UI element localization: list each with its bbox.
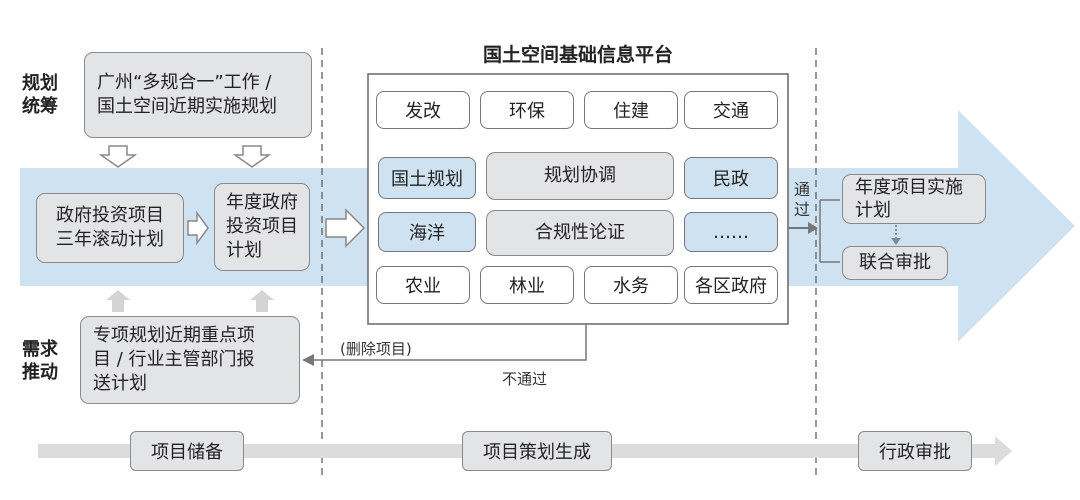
special-plan-box: 专项规划近期重点项 目 / 行业主管部门报 送计划	[80, 316, 300, 404]
right-arrow-small	[187, 210, 209, 246]
dept-guotu-guihua: 国土规划	[378, 157, 476, 199]
annual-gov-investment-box: 年度政府 投资项目 计划	[214, 183, 310, 271]
dept-haiyang: 海洋	[378, 212, 476, 252]
up-arrow-2	[250, 290, 274, 312]
dept-linye: 林业	[480, 266, 574, 304]
dept-nongye: 农业	[376, 266, 470, 304]
delete-project-label: (删除项目)	[340, 340, 412, 358]
process-planning-coordination: 规划协调	[486, 152, 674, 200]
down-arrow-2	[232, 145, 272, 168]
process-compliance-review: 合规性论证	[486, 210, 674, 256]
down-arrow-1	[98, 145, 138, 168]
annual-to-joint-arrowhead	[891, 238, 901, 245]
dept-jiaotong: 交通	[684, 91, 778, 129]
dept-ellipsis: ……	[684, 212, 778, 252]
dept-minzheng: 民政	[684, 157, 778, 199]
three-year-plan-box: 政府投资项目 三年滚动计划	[36, 193, 184, 263]
annual-implementation-box: 年度项目实施 计划	[842, 174, 986, 224]
fail-arrowhead	[302, 354, 314, 366]
fail-label: 不通过	[502, 370, 548, 388]
phase-admin-approval: 行政审批	[858, 431, 972, 471]
dept-fagai: 发改	[376, 91, 470, 129]
guangzhou-plan-box: 广州“多规合一”工作 / 国土空间近期实施规划	[84, 52, 312, 138]
demand-label: 需求 推动	[22, 339, 58, 383]
platform-title: 国土空间基础信息平台	[482, 44, 673, 66]
dept-district-gov: 各区政府	[684, 266, 778, 304]
phase-project-generation: 项目策划生成	[462, 431, 612, 471]
pass-label: 通 过	[794, 180, 811, 219]
fail-path	[314, 324, 587, 361]
up-arrow-1	[106, 290, 130, 312]
timeline-arrow-head	[995, 436, 1012, 466]
planning-label: 规划 统筹	[22, 73, 58, 117]
pass-arrowhead	[808, 222, 818, 234]
dept-shuiwu: 水务	[584, 266, 678, 304]
joint-review-box: 联合审批	[842, 246, 948, 280]
dept-zhujian: 住建	[584, 91, 678, 129]
phase-project-reserve: 项目储备	[130, 431, 244, 471]
right-arrow-large	[325, 208, 366, 248]
dept-huanbao: 环保	[480, 91, 574, 129]
